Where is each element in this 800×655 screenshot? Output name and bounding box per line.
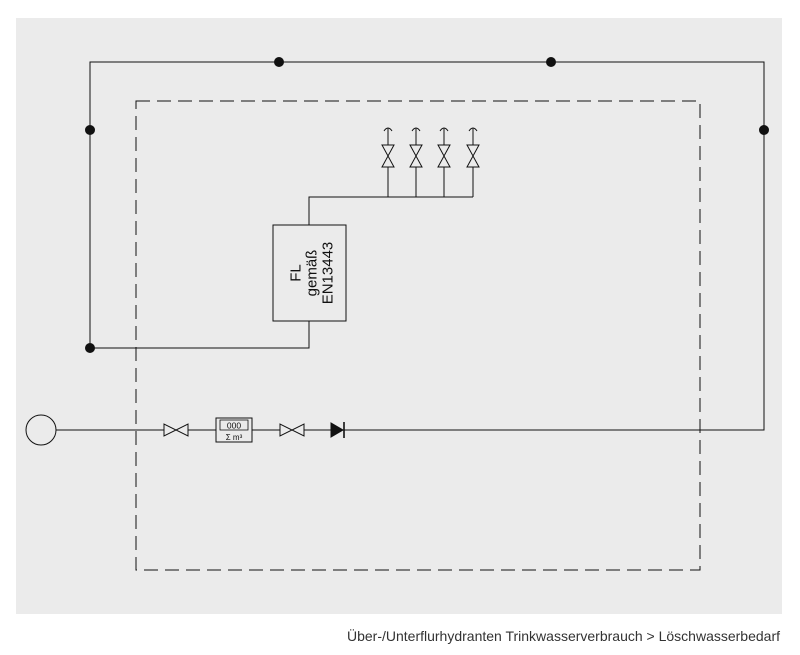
- tap-branch-2: [409, 127, 423, 197]
- tap-branch-3: [437, 127, 451, 197]
- hydrant-node-5: [85, 343, 95, 353]
- tap-branch-4: [466, 127, 480, 197]
- check-valve: [330, 422, 345, 438]
- building-boundary: [135, 100, 701, 571]
- hydrant-node-2: [546, 57, 556, 67]
- meter-unit: Σ m³: [226, 433, 243, 442]
- shutoff-valve-1: [163, 423, 189, 437]
- fl-station-box: FL gemäß EN13443: [272, 224, 347, 322]
- house-connection-symbol: [25, 414, 57, 446]
- fl-label-line2: gemäß: [304, 250, 321, 297]
- fl-label-line3: EN13443: [320, 242, 337, 305]
- figure-caption: Über-/Unterflurhydranten Trinkwasserverb…: [346, 628, 780, 644]
- ring-main-pipe: [89, 61, 765, 431]
- tap-branch-1: [381, 127, 395, 197]
- shutoff-valve-2: [279, 423, 305, 437]
- meter-digits: 000: [227, 421, 241, 431]
- hydrant-node-3: [85, 125, 95, 135]
- water-meter: 000 Σ m³: [215, 417, 253, 443]
- fl-label-line1: FL: [288, 264, 305, 282]
- diagram-panel: [16, 18, 782, 614]
- tap-feed-pipe: [308, 196, 473, 225]
- hydrant-node-1: [274, 57, 284, 67]
- hydrant-node-4: [759, 125, 769, 135]
